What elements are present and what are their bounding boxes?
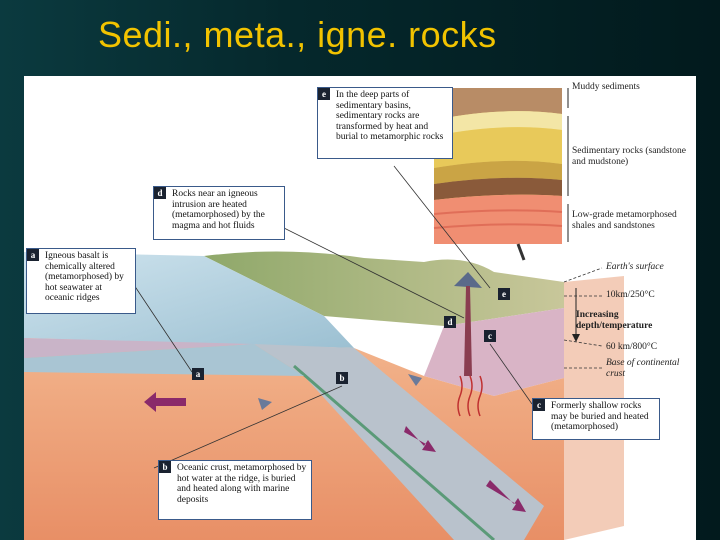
label-base-continental-crust: Base of continental crust (606, 358, 680, 379)
callout-d-tag: d (154, 187, 166, 199)
callout-a: a Igneous basalt is chemically altered (… (26, 248, 136, 314)
callout-b-text: Oceanic crust, metamorphosed by hot wate… (177, 463, 307, 505)
depth-markers (563, 267, 603, 369)
slide-title: Sedi., meta., igne. rocks (98, 14, 497, 55)
callout-e-tag: e (318, 88, 330, 100)
heat-arrows (457, 375, 483, 417)
callout-b-tag: b (159, 461, 171, 473)
marker-e: e (498, 288, 510, 300)
callout-c-tag: c (533, 399, 545, 411)
label-sedimentary-rocks: Sedimentary rocks (sandstone and mudston… (572, 146, 686, 167)
label-depth-10km: 10km/250°C (606, 290, 655, 300)
callout-a-text: Igneous basalt is chemically altered (me… (45, 251, 124, 303)
label-earths-surface: Earth's surface (606, 262, 664, 272)
continent-surface (204, 251, 564, 326)
callout-b: b Oceanic crust, metamorphosed by hot wa… (158, 460, 312, 520)
callout-e: e In the deep parts of sedimentary basin… (317, 87, 453, 159)
sediment-inset (433, 88, 563, 244)
callout-a-tag: a (27, 249, 39, 261)
callout-d-text: Rocks near an igneous intrusion are heat… (172, 189, 265, 231)
callout-e-text: In the deep parts of sedimentary basins,… (336, 90, 444, 142)
continental-crust (424, 308, 564, 396)
leader-lines (123, 165, 533, 469)
label-low-grade-metamorphic: Low-grade metamorphosed shales and sands… (572, 210, 677, 231)
marker-c: c (484, 330, 496, 342)
marker-b: b (336, 372, 348, 384)
label-muddy-sediments: Muddy sediments (572, 82, 640, 92)
callout-c-text: Formerly shallow rocks may be buried and… (551, 401, 649, 432)
marker-d: d (444, 316, 456, 328)
marker-a: a (192, 368, 204, 380)
plate-motion-arrows (144, 392, 526, 512)
diagram-panel: Muddy sediments Sedimentary rocks (sands… (24, 76, 696, 540)
label-increasing-depth: Increasing depth/temperature (576, 310, 653, 331)
label-depth-60km: 60 km/800°C (606, 342, 658, 352)
callout-d: d Rocks near an igneous intrusion are he… (153, 186, 285, 240)
callout-c: c Formerly shallow rocks may be buried a… (532, 398, 660, 440)
rock-cycle-block-diagram (24, 88, 624, 540)
